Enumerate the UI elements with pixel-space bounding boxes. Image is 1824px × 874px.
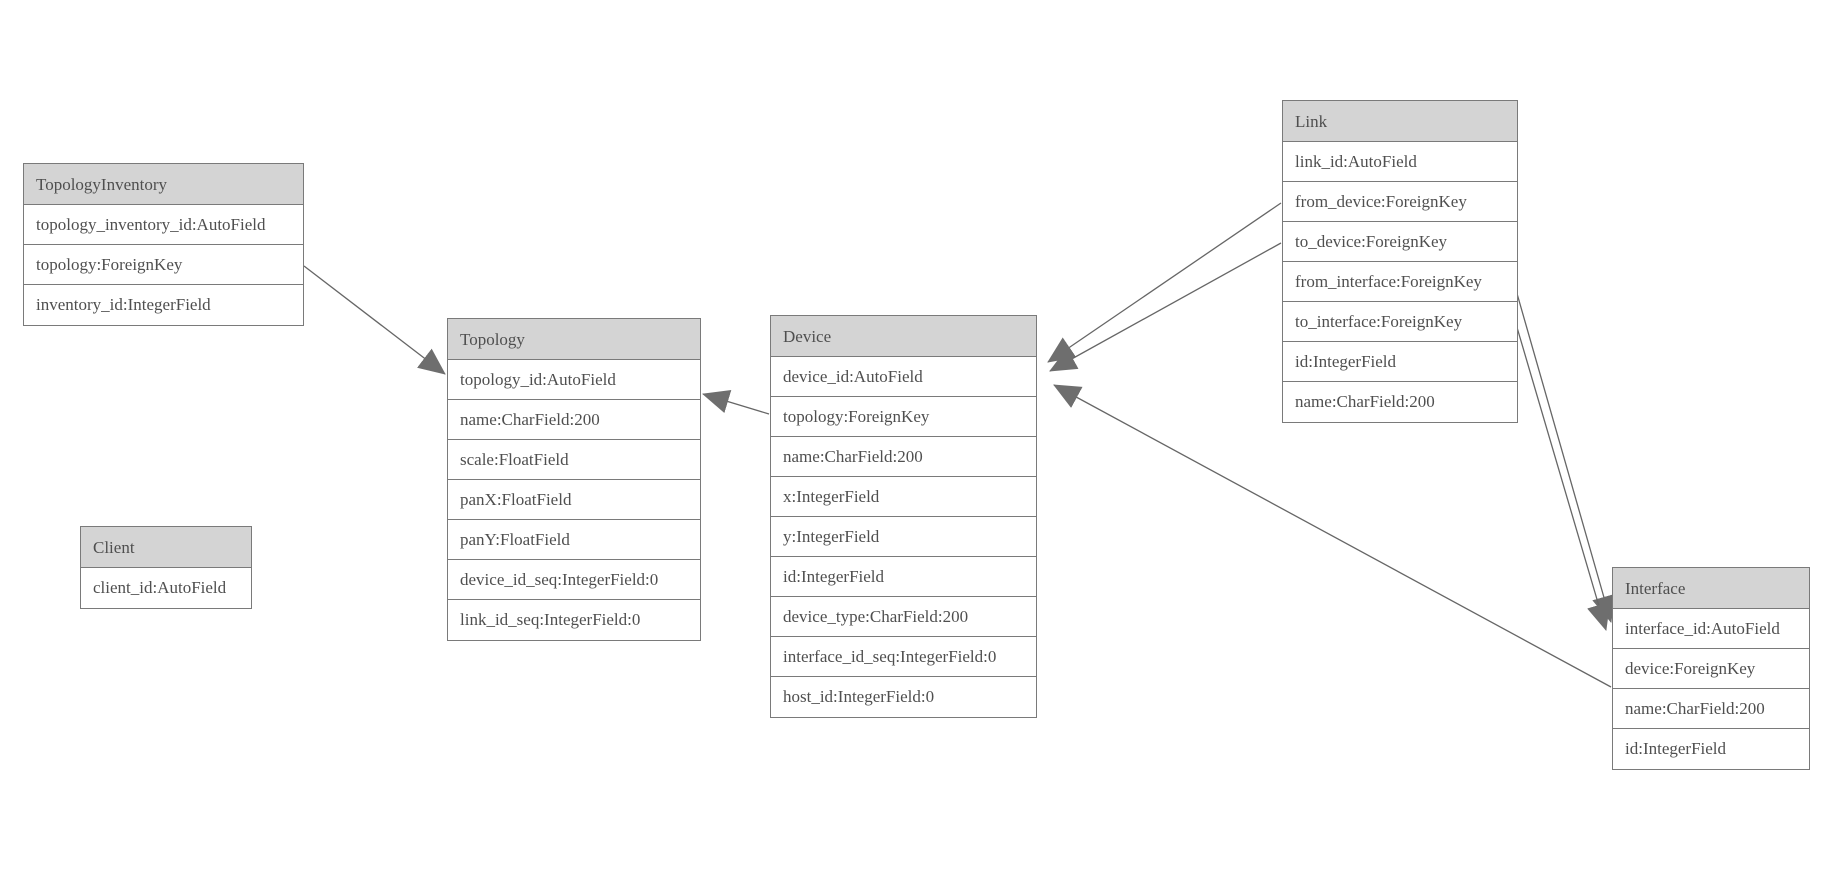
field-name: name:CharField:200 — [771, 437, 1036, 477]
field-name: name:CharField:200 — [448, 400, 700, 440]
field-id: id:IntegerField — [1283, 342, 1517, 382]
field-link-id: link_id:AutoField — [1283, 142, 1517, 182]
field-scale: scale:FloatField — [448, 440, 700, 480]
field-interface-id-seq: interface_id_seq:IntegerField:0 — [771, 637, 1036, 677]
field-to-device: to_device:ForeignKey — [1283, 222, 1517, 262]
edge-device-topology-to-topology — [702, 390, 770, 415]
field-x: x:IntegerField — [771, 477, 1036, 517]
field-y: y:IntegerField — [771, 517, 1036, 557]
field-from-interface: from_interface:ForeignKey — [1283, 262, 1517, 302]
entity-client-title: Client — [81, 527, 251, 568]
edge-link-to-device-to-device — [1049, 242, 1282, 372]
field-topology-fk: topology:ForeignKey — [771, 397, 1036, 437]
entity-interface: Interface interface_id:AutoField device:… — [1612, 567, 1810, 770]
field-name: name:CharField:200 — [1283, 382, 1517, 422]
entity-interface-title: Interface — [1613, 568, 1809, 609]
entity-topology: Topology topology_id:AutoField name:Char… — [447, 318, 701, 641]
entity-topologyinventory-title: TopologyInventory — [24, 164, 303, 205]
edge-interface-device-to-device — [1053, 384, 1612, 688]
field-topology-inventory-id: topology_inventory_id:AutoField — [24, 205, 303, 245]
field-inventory-id: inventory_id:IntegerField — [24, 285, 303, 325]
field-panx: panX:FloatField — [448, 480, 700, 520]
field-link-id-seq: link_id_seq:IntegerField:0 — [448, 600, 700, 640]
field-pany: panY:FloatField — [448, 520, 700, 560]
field-from-device: from_device:ForeignKey — [1283, 182, 1517, 222]
field-device-type: device_type:CharField:200 — [771, 597, 1036, 637]
field-device-id: device_id:AutoField — [771, 357, 1036, 397]
entity-topologyinventory: TopologyInventory topology_inventory_id:… — [23, 163, 304, 326]
entity-link-title: Link — [1283, 101, 1517, 142]
field-device-id-seq: device_id_seq:IntegerField:0 — [448, 560, 700, 600]
field-topology-fk: topology:ForeignKey — [24, 245, 303, 285]
edge-topologyinventory-topology-to-topology — [303, 265, 446, 375]
entity-device: Device device_id:AutoField topology:Fore… — [770, 315, 1037, 718]
field-id: id:IntegerField — [1613, 729, 1809, 769]
edge-link-to-interface-to-interface — [1515, 323, 1611, 631]
field-host-id: host_id:IntegerField:0 — [771, 677, 1036, 717]
entity-link: Link link_id:AutoField from_device:Forei… — [1282, 100, 1518, 423]
entity-device-title: Device — [771, 316, 1036, 357]
field-id: id:IntegerField — [771, 557, 1036, 597]
field-interface-id: interface_id:AutoField — [1613, 609, 1809, 649]
entity-topology-title: Topology — [448, 319, 700, 360]
field-to-interface: to_interface:ForeignKey — [1283, 302, 1517, 342]
edge-link-from-device-to-device — [1047, 202, 1282, 363]
edge-link-from-interface-to-interface — [1515, 289, 1616, 623]
field-device-fk: device:ForeignKey — [1613, 649, 1809, 689]
field-name: name:CharField:200 — [1613, 689, 1809, 729]
entity-client: Client client_id:AutoField — [80, 526, 252, 609]
field-client-id: client_id:AutoField — [81, 568, 251, 608]
field-topology-id: topology_id:AutoField — [448, 360, 700, 400]
